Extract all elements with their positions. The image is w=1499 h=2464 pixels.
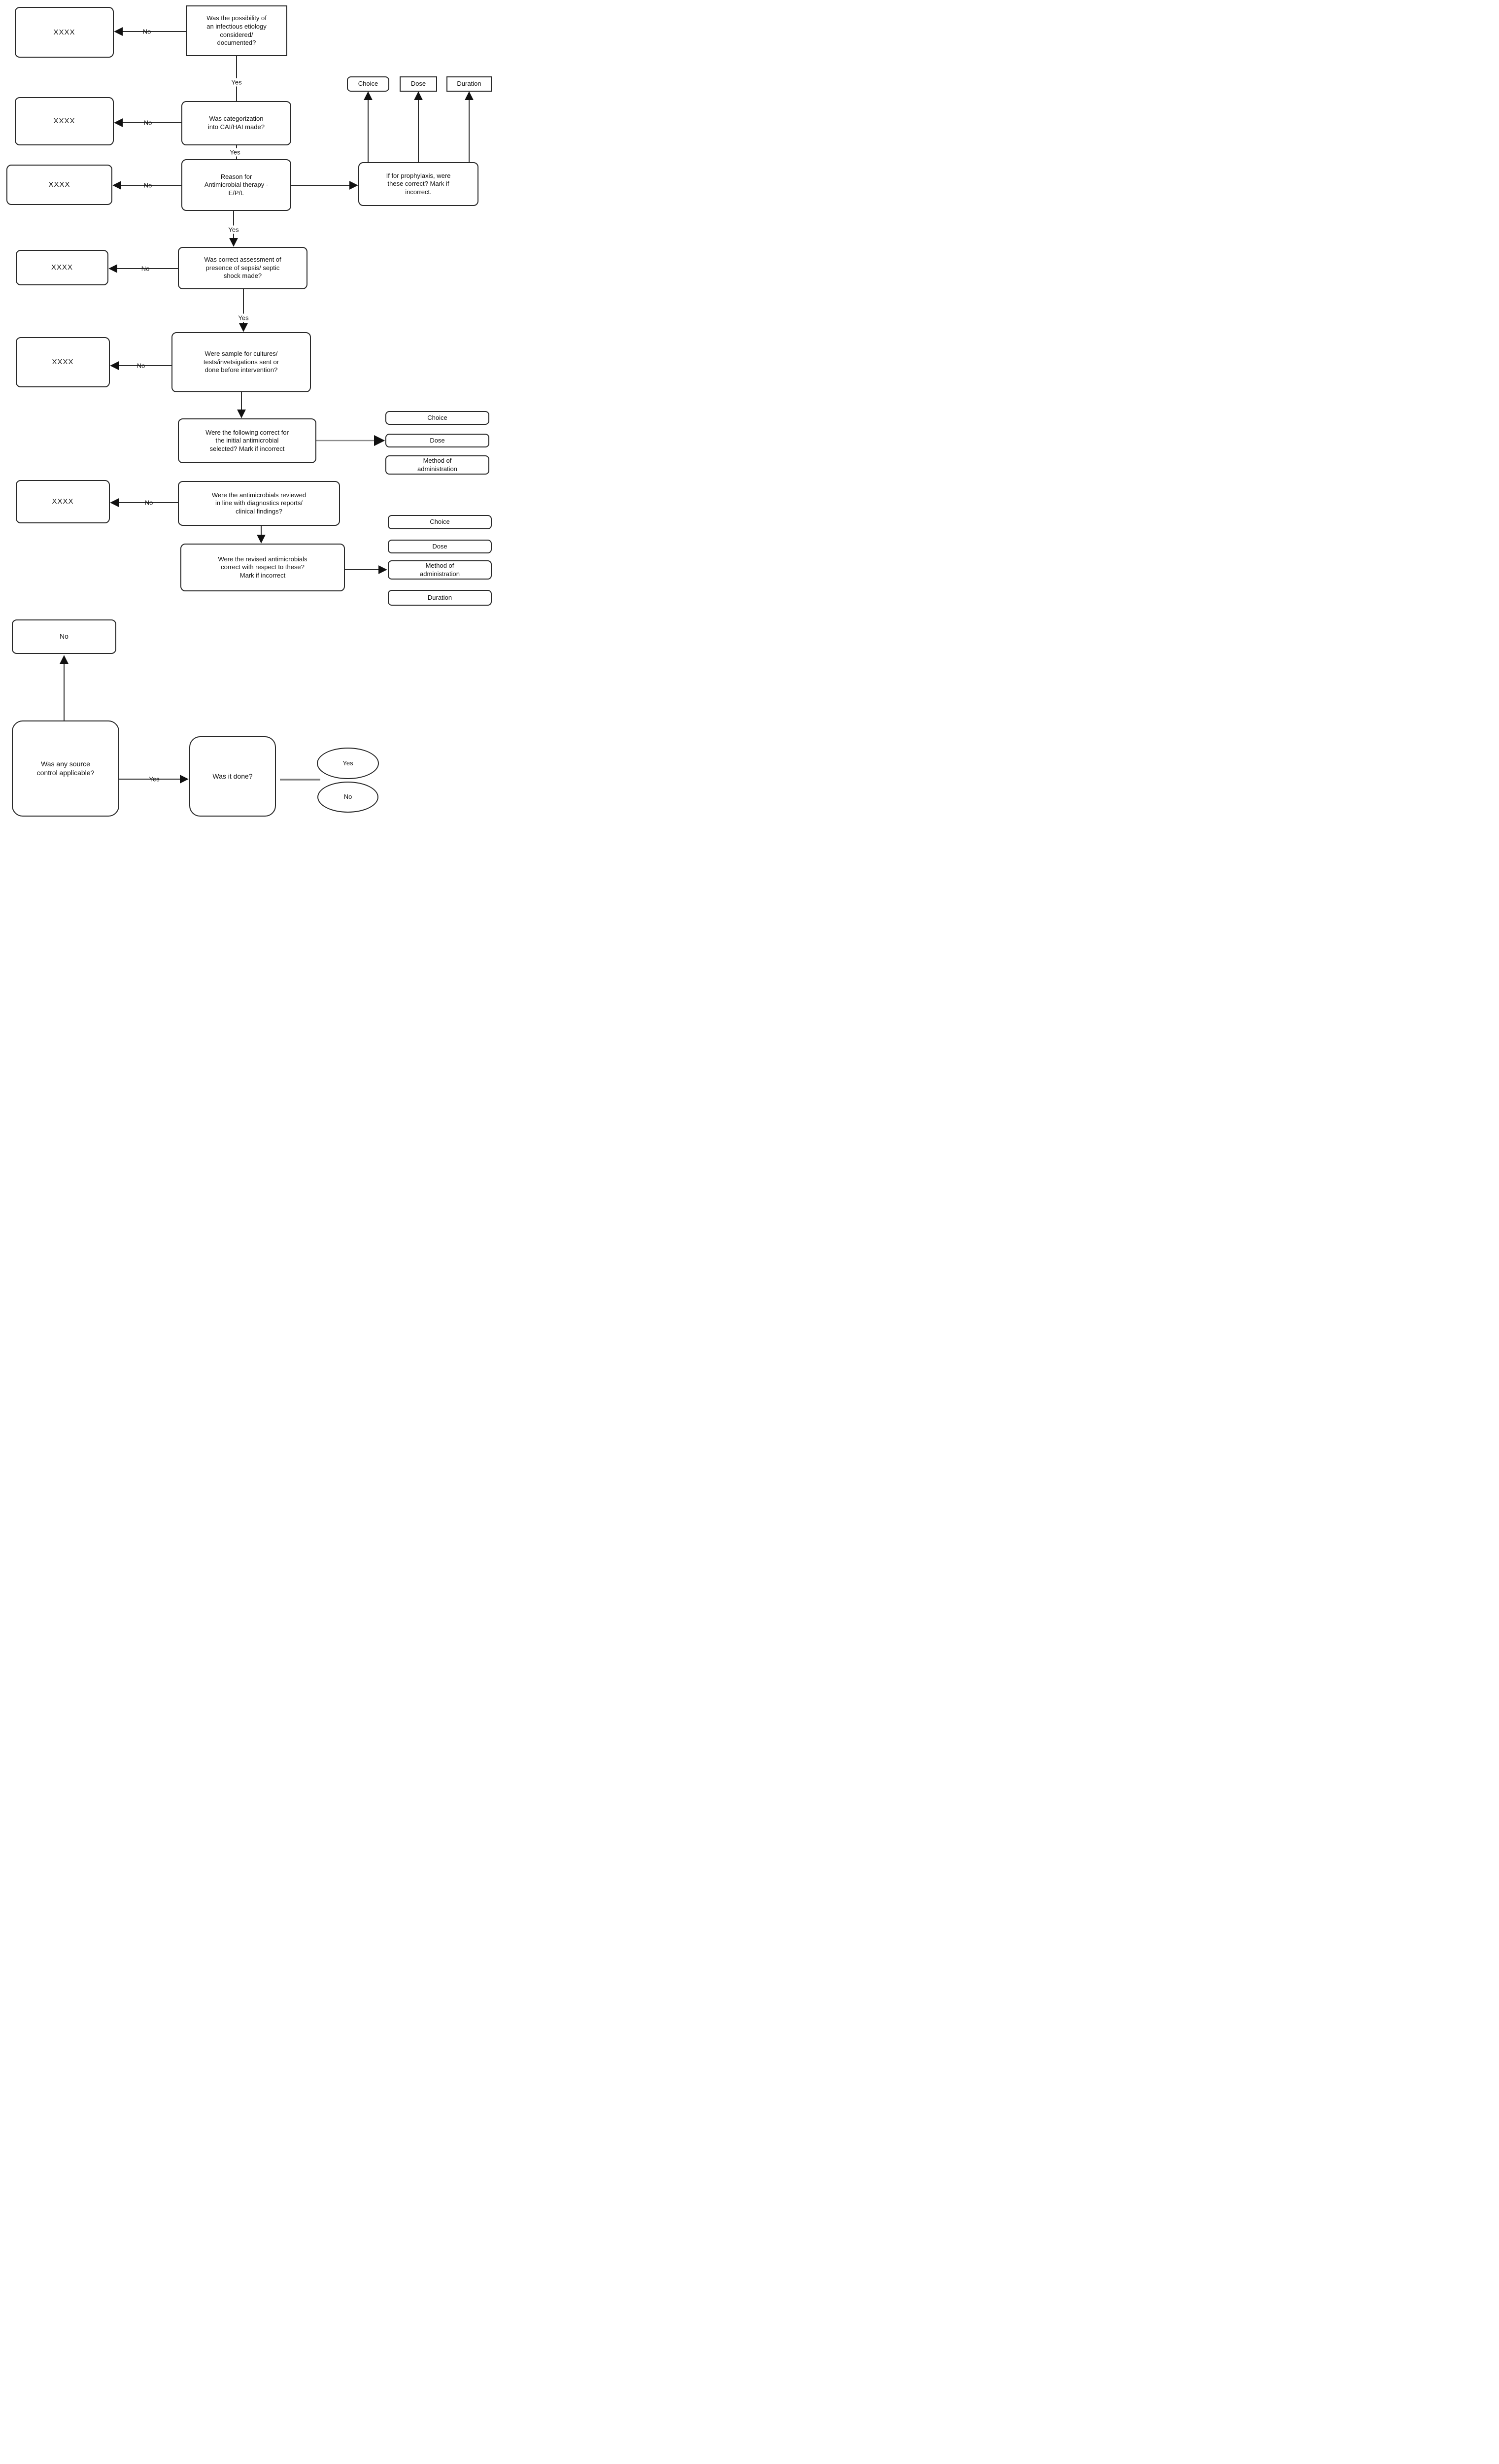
outcome-box-xxxx-4: XXXX	[16, 250, 108, 285]
connector-lines	[60, 27, 474, 784]
choice-box-bottom: Choice	[388, 515, 492, 529]
duration-box-top: Duration	[446, 76, 492, 92]
terminal-ellipse-no: No	[317, 782, 378, 813]
decision-cultures-before-intervention: Were sample for cultures/ tests/invetsig…	[171, 332, 311, 392]
decision-reason-for-therapy: Reason for Antimicrobial therapy - E/P/L	[181, 159, 291, 211]
terminal-ellipse-yes: Yes	[317, 748, 379, 779]
choice-box-top: Choice	[347, 76, 389, 92]
decision-infectious-etiology: Was the possibility of an infectious eti…	[186, 5, 287, 56]
outcome-box-xxxx-1: XXXX	[15, 7, 114, 58]
edge-label-no-5: No	[136, 362, 145, 370]
outcome-box-xxxx-5: XXXX	[16, 337, 110, 387]
dose-box-top: Dose	[400, 76, 437, 92]
decision-antimicrobials-reviewed: Were the antimicrobials reviewed in line…	[178, 481, 340, 526]
edge-label-no-1: No	[142, 28, 151, 35]
outcome-box-xxxx-3: XXXX	[6, 165, 112, 205]
dose-box-bottom: Dose	[388, 540, 492, 553]
decision-revised-antimicrobials-correct: Were the revised antimicrobials correct …	[180, 544, 345, 591]
dose-box-mid: Dose	[385, 434, 489, 447]
decision-sepsis-assessment: Was correct assessment of presence of se…	[178, 247, 307, 289]
edge-label-yes-5: Yes	[149, 775, 160, 783]
decision-prophylaxis-correct: If for prophylaxis, were these correct? …	[358, 162, 478, 206]
edge-label-yes-2: Yes	[229, 148, 241, 157]
edge-label-yes-1: Yes	[230, 78, 243, 87]
outcome-box-xxxx-6: XXXX	[16, 480, 110, 523]
outcome-box-xxxx-2: XXXX	[15, 97, 114, 145]
decision-initial-antimicrobial-correct: Were the following correct for the initi…	[178, 418, 316, 463]
edge-label-no-2: No	[143, 119, 152, 127]
edge-label-no-4: No	[141, 265, 150, 273]
edge-label-no-3: No	[143, 181, 152, 189]
flowchart-canvas: Was the possibility of an infectious eti…	[0, 0, 500, 821]
edge-label-yes-3: Yes	[227, 225, 240, 234]
method-of-administration-box-bottom: Method of administration	[388, 560, 492, 580]
decision-cai-hai-categorization: Was categorization into CAI/HAI made?	[181, 101, 291, 145]
duration-box-bottom: Duration	[388, 590, 492, 606]
outcome-box-no: No	[12, 619, 116, 654]
method-of-administration-box-mid: Method of administration	[385, 455, 489, 475]
choice-box-mid: Choice	[385, 411, 489, 425]
decision-source-control-applicable: Was any source control applicable?	[12, 720, 119, 817]
decision-was-it-done: Was it done?	[189, 736, 276, 817]
edge-label-yes-4: Yes	[237, 313, 250, 322]
edge-label-no-6: No	[144, 499, 153, 507]
